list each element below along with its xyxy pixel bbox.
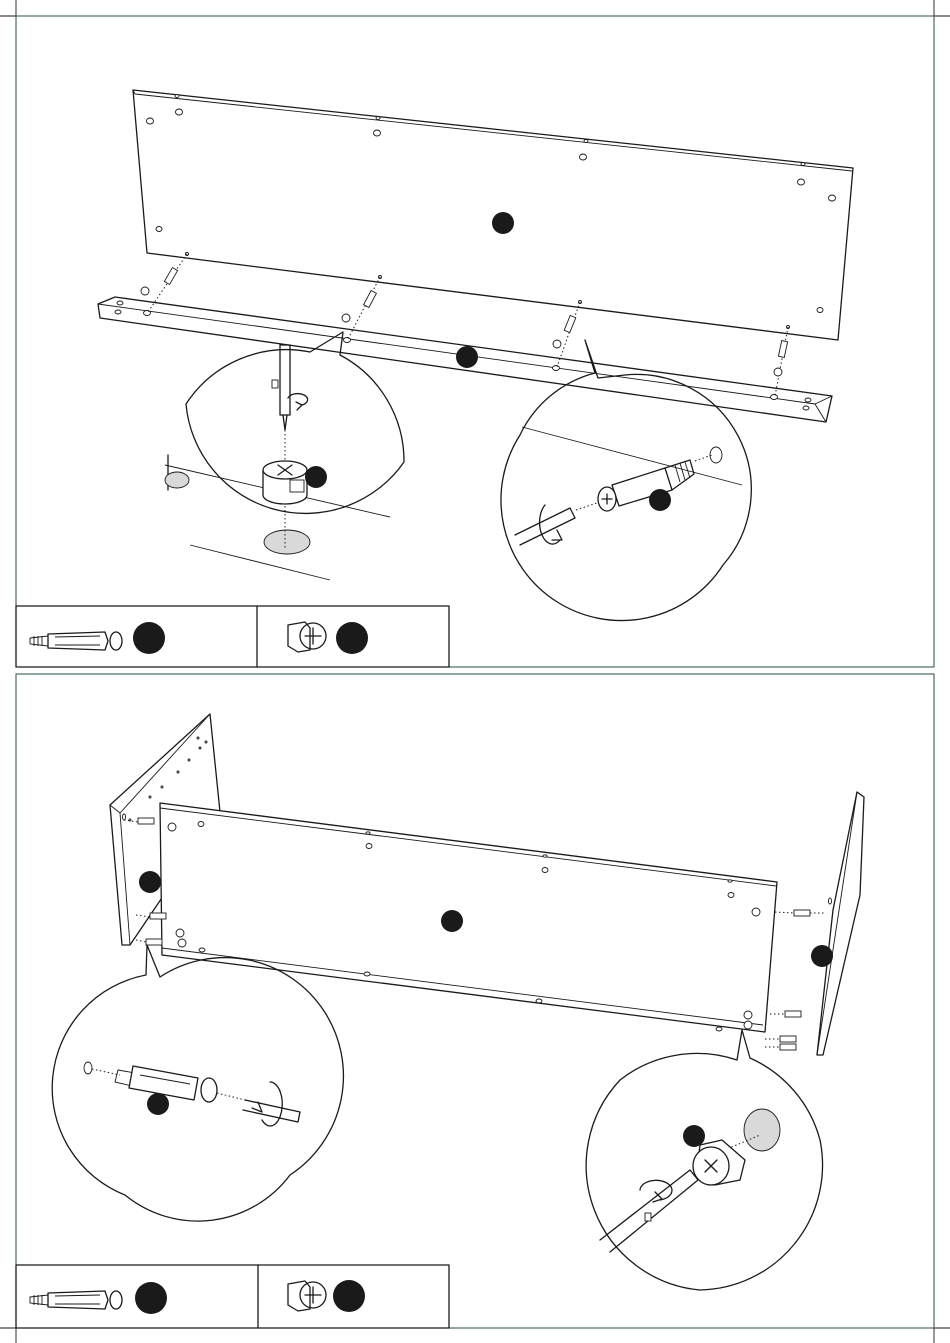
legend-cam-bolt-icon — [30, 1291, 122, 1309]
step-two-cam-lock-detail — [586, 1030, 822, 1290]
step-two-back-badge — [441, 910, 463, 932]
legend-cam-lock-icon — [288, 622, 326, 652]
step-two-dowel-badge — [147, 1093, 169, 1115]
step-two-dowel-detail — [52, 945, 343, 1221]
step-two-right-badge — [811, 945, 833, 967]
step-two-cam-lock-badge — [683, 1125, 705, 1147]
step-two-legend-bolt-badge — [135, 1282, 167, 1314]
step-one-legend-cam-badge — [336, 622, 368, 654]
step-one-cam-lock-detail — [165, 332, 404, 580]
step-one-legend-bolt-badge — [133, 622, 165, 654]
step-one-cam-lock-badge — [305, 466, 327, 488]
step-two-left-badge — [139, 871, 161, 893]
legend-cam-bolt-icon — [30, 632, 122, 650]
step-one-legend — [16, 606, 449, 667]
step-two-back-panel — [160, 803, 777, 1032]
step-one-rail-badge — [456, 346, 478, 368]
legend-cam-lock-icon — [288, 1281, 326, 1311]
cam-lock-icon — [263, 461, 307, 504]
step-one-panel — [133, 90, 853, 340]
cam-bolt-icon — [598, 460, 694, 511]
step-one-dowel-badge — [649, 489, 671, 511]
cam-lock-icon — [693, 1140, 745, 1185]
step-two-legend — [16, 1265, 449, 1328]
step-two-legend-cam-badge — [333, 1280, 365, 1312]
step-two-right-panel — [811, 792, 864, 1055]
step-one-panel-badge — [492, 212, 514, 234]
